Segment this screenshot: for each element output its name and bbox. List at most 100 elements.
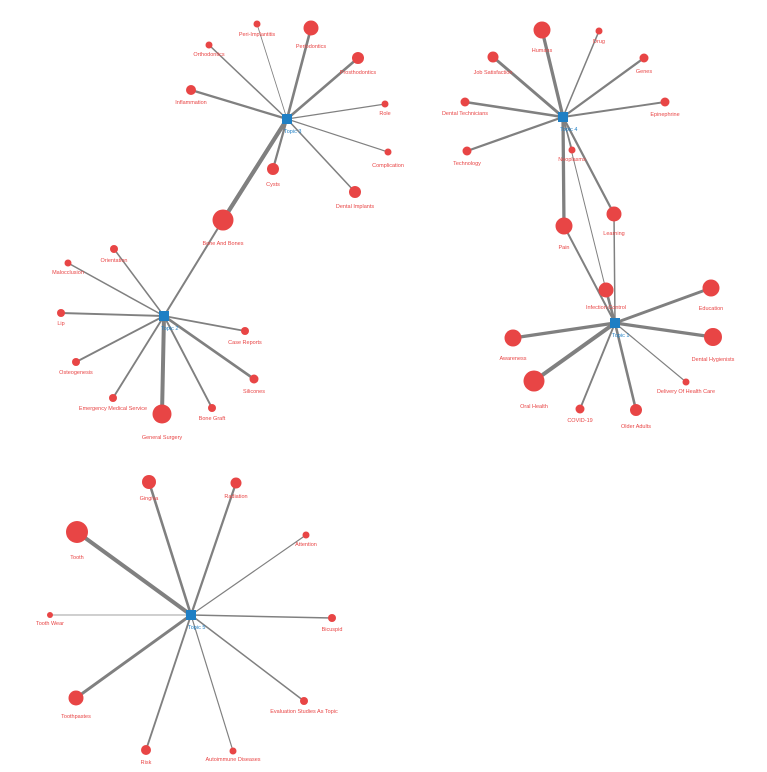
term-node[interactable]: [300, 697, 308, 705]
term-node[interactable]: [230, 477, 242, 489]
term-node[interactable]: [64, 259, 72, 267]
term-node[interactable]: [630, 404, 642, 416]
term-label: Pain: [558, 245, 569, 251]
term-node[interactable]: [212, 209, 234, 231]
edge-1-2: [491, 55, 565, 119]
term-node[interactable]: [57, 309, 65, 317]
edge-0-1: [285, 26, 313, 121]
term-node[interactable]: [253, 20, 261, 28]
term-node[interactable]: [302, 531, 310, 539]
term-node[interactable]: [606, 206, 622, 222]
term-node[interactable]: [660, 97, 670, 107]
edge-1-6: [465, 115, 565, 153]
edge-3-1: [613, 286, 713, 325]
term-node[interactable]: [568, 146, 576, 154]
cross-edge-2: [562, 116, 565, 227]
cross-edge-3: [563, 225, 616, 324]
term-label: Older Adults: [621, 424, 651, 430]
term-label: Lip: [57, 321, 64, 327]
term-label: Cysts: [266, 182, 280, 188]
term-label: Evaluation Studies As Topic: [270, 709, 338, 715]
term-node[interactable]: [303, 20, 319, 36]
term-node[interactable]: [595, 27, 603, 35]
term-node[interactable]: [702, 279, 720, 297]
cross-edge-0: [221, 117, 289, 222]
term-node[interactable]: [598, 282, 614, 298]
term-node[interactable]: [249, 374, 259, 384]
term-node[interactable]: [109, 394, 117, 402]
term-node[interactable]: [72, 358, 80, 366]
term-node[interactable]: [682, 378, 690, 386]
edge-4-8: [145, 614, 192, 751]
term-node[interactable]: [66, 521, 88, 543]
term-label: Humans: [532, 48, 553, 54]
term-node[interactable]: [575, 404, 585, 414]
term-label: Case Reports: [228, 340, 262, 346]
topic-hub-node[interactable]: [610, 318, 620, 328]
term-node[interactable]: [328, 614, 336, 622]
term-node[interactable]: [141, 745, 151, 755]
term-label: Education: [699, 306, 723, 312]
term-label: Learning: [603, 231, 624, 237]
term-node[interactable]: [462, 146, 472, 156]
term-node[interactable]: [205, 41, 213, 49]
edge-1-9: [561, 115, 616, 216]
term-node[interactable]: [555, 217, 573, 235]
term-node[interactable]: [381, 100, 389, 108]
edge-2-2: [60, 312, 165, 317]
topic-hub-label: Topic 4: [560, 127, 577, 133]
term-node[interactable]: [142, 475, 156, 489]
term-label: Radiation: [224, 494, 247, 500]
edge-3-4: [532, 321, 617, 383]
edge-3-2: [613, 321, 715, 339]
term-node[interactable]: [349, 186, 361, 198]
term-node[interactable]: [267, 163, 279, 175]
term-label: Delivery Of Health Care: [657, 389, 715, 395]
edge-1-5: [463, 100, 565, 119]
edge-0-2: [208, 44, 288, 120]
term-node[interactable]: [523, 370, 545, 392]
term-label: Tooth Wear: [36, 621, 64, 627]
term-node[interactable]: [504, 329, 522, 347]
term-label: Role: [379, 111, 390, 117]
term-label: Dental Hygienists: [692, 357, 735, 363]
edge-0-4: [189, 88, 289, 121]
term-node[interactable]: [352, 52, 364, 64]
term-node[interactable]: [487, 51, 499, 63]
term-label: Peri-Implantitis: [239, 32, 276, 38]
term-label: Gingiva: [140, 496, 160, 502]
term-label: COVID-19: [567, 418, 592, 424]
term-node[interactable]: [241, 327, 249, 335]
edge-4-6: [74, 613, 193, 700]
topic-hub-node[interactable]: [282, 114, 292, 124]
edge-0-3: [285, 56, 360, 121]
topic-hub-node[interactable]: [558, 112, 568, 122]
edge-2-1: [67, 262, 165, 317]
term-label: Periodontics: [296, 44, 327, 50]
term-label: Dental Technicians: [442, 111, 488, 117]
term-label: Infection Control: [586, 305, 626, 311]
term-node[interactable]: [68, 690, 84, 706]
term-label: Drug: [593, 39, 605, 45]
term-node[interactable]: [639, 53, 649, 63]
term-node[interactable]: [208, 404, 216, 412]
term-node[interactable]: [47, 612, 53, 618]
term-node[interactable]: [704, 328, 722, 346]
topic-hub-node[interactable]: [159, 311, 169, 321]
edge-0-0: [256, 23, 288, 120]
term-node[interactable]: [186, 85, 196, 95]
node-layer: [47, 20, 722, 755]
topic-hub-node[interactable]: [186, 610, 196, 620]
term-node[interactable]: [110, 245, 118, 253]
term-node[interactable]: [384, 148, 392, 156]
term-node[interactable]: [152, 404, 172, 424]
edge-3-5: [579, 322, 616, 410]
term-node[interactable]: [229, 747, 237, 755]
term-node[interactable]: [460, 97, 470, 107]
term-label: Bicuspid: [322, 627, 343, 633]
term-node[interactable]: [533, 21, 551, 39]
edge-layer: [49, 23, 715, 752]
edge-4-3: [75, 530, 193, 617]
term-label: Genes: [636, 69, 652, 75]
